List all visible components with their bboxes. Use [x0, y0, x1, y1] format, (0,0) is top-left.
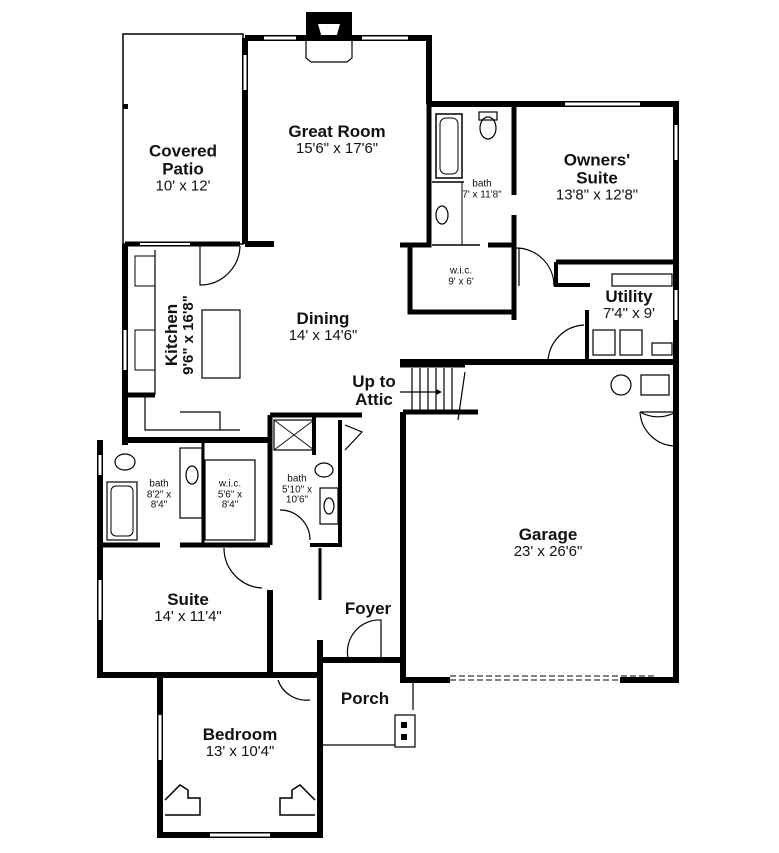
- room-dimensions: 13'8" x 12'8": [555, 185, 639, 203]
- attic-stairs-label: Up to Attic: [352, 373, 395, 409]
- room-dining: Dining 14' x 14'6": [289, 310, 358, 344]
- room-kitchen: Kitchen 9'6" x 16'8": [162, 295, 198, 375]
- room-owners-suite: Owners' Suite 13'8" x 12'8": [556, 151, 638, 202]
- room-name: Owners': [563, 150, 631, 170]
- room-name: Dining: [296, 309, 350, 329]
- room-porch: Porch: [341, 690, 389, 708]
- attic-line2: Attic: [355, 390, 393, 409]
- room-name: Foyer: [344, 599, 392, 619]
- room-dimensions: 9' x 6': [448, 276, 474, 287]
- room-dimensions-line2: 10'6": [285, 494, 309, 506]
- room-name: Kitchen: [162, 303, 182, 367]
- room-dimensions: 14' x 14'6": [288, 327, 358, 345]
- attic-line1: Up to: [352, 372, 396, 392]
- room-dimensions: 7' x 11'8": [462, 189, 502, 200]
- room-dimensions: 9'6" x 16'8": [180, 295, 198, 375]
- room-suite: Suite 14' x 11'4": [154, 591, 222, 625]
- room-name: Suite: [576, 168, 618, 188]
- room-name: bath: [287, 473, 307, 485]
- room-dimensions-line2: 8'4": [150, 499, 168, 511]
- room-utility: Utility 7'4" x 9': [603, 288, 655, 322]
- room-owners-wic: w.i.c. 9' x 6': [448, 265, 474, 288]
- room-dimensions: 13' x 10'4": [205, 743, 275, 761]
- room-dimensions-line2: 8'4": [221, 499, 239, 511]
- room-dimensions-line1: 8'2" x: [146, 488, 172, 500]
- room-owners-bath: bath 7' x 11'8": [462, 178, 502, 201]
- room-garage: Garage 23' x 26'6": [514, 526, 583, 560]
- room-name: bath: [149, 478, 169, 490]
- room-dimensions: 7'4" x 9': [603, 305, 655, 323]
- room-name: Garage: [518, 525, 578, 545]
- room-dimensions-line1: 5'10" x: [282, 483, 312, 495]
- room-covered-patio: Covered Patio 10' x 12': [149, 142, 217, 193]
- room-dimensions-line1: 5'6" x: [217, 488, 243, 500]
- kitchen-island: [201, 309, 241, 379]
- room-suite-wic: w.i.c. 5'6" x 8'4": [218, 479, 242, 511]
- room-dimensions: 15'6" x 17'6": [295, 140, 379, 158]
- room-name: bath: [472, 178, 492, 190]
- room-name: Covered: [148, 141, 218, 161]
- room-name: Utility: [605, 287, 653, 307]
- room-dimensions: 23' x 26'6": [513, 543, 583, 561]
- room-great-room: Great Room 15'6" x 17'6": [288, 123, 385, 157]
- room-dimensions: 14' x 11'4": [154, 608, 222, 626]
- covered-patio-outline: [122, 33, 244, 245]
- room-name: w.i.c.: [449, 265, 473, 277]
- room-name: Bedroom: [202, 725, 278, 745]
- room-bedroom: Bedroom 13' x 10'4": [203, 726, 278, 760]
- room-hall-bath: bath 5'10" x 10'6": [282, 474, 312, 506]
- room-dimensions: 10' x 12': [155, 176, 211, 194]
- room-name: Great Room: [288, 122, 386, 142]
- room-name: Porch: [340, 689, 390, 709]
- room-name: Suite: [167, 590, 209, 610]
- room-foyer: Foyer: [345, 600, 391, 618]
- room-name: w.i.c.: [218, 478, 242, 490]
- room-suite-bath: bath 8'2" x 8'4": [147, 479, 171, 511]
- room-name: Patio: [162, 159, 204, 179]
